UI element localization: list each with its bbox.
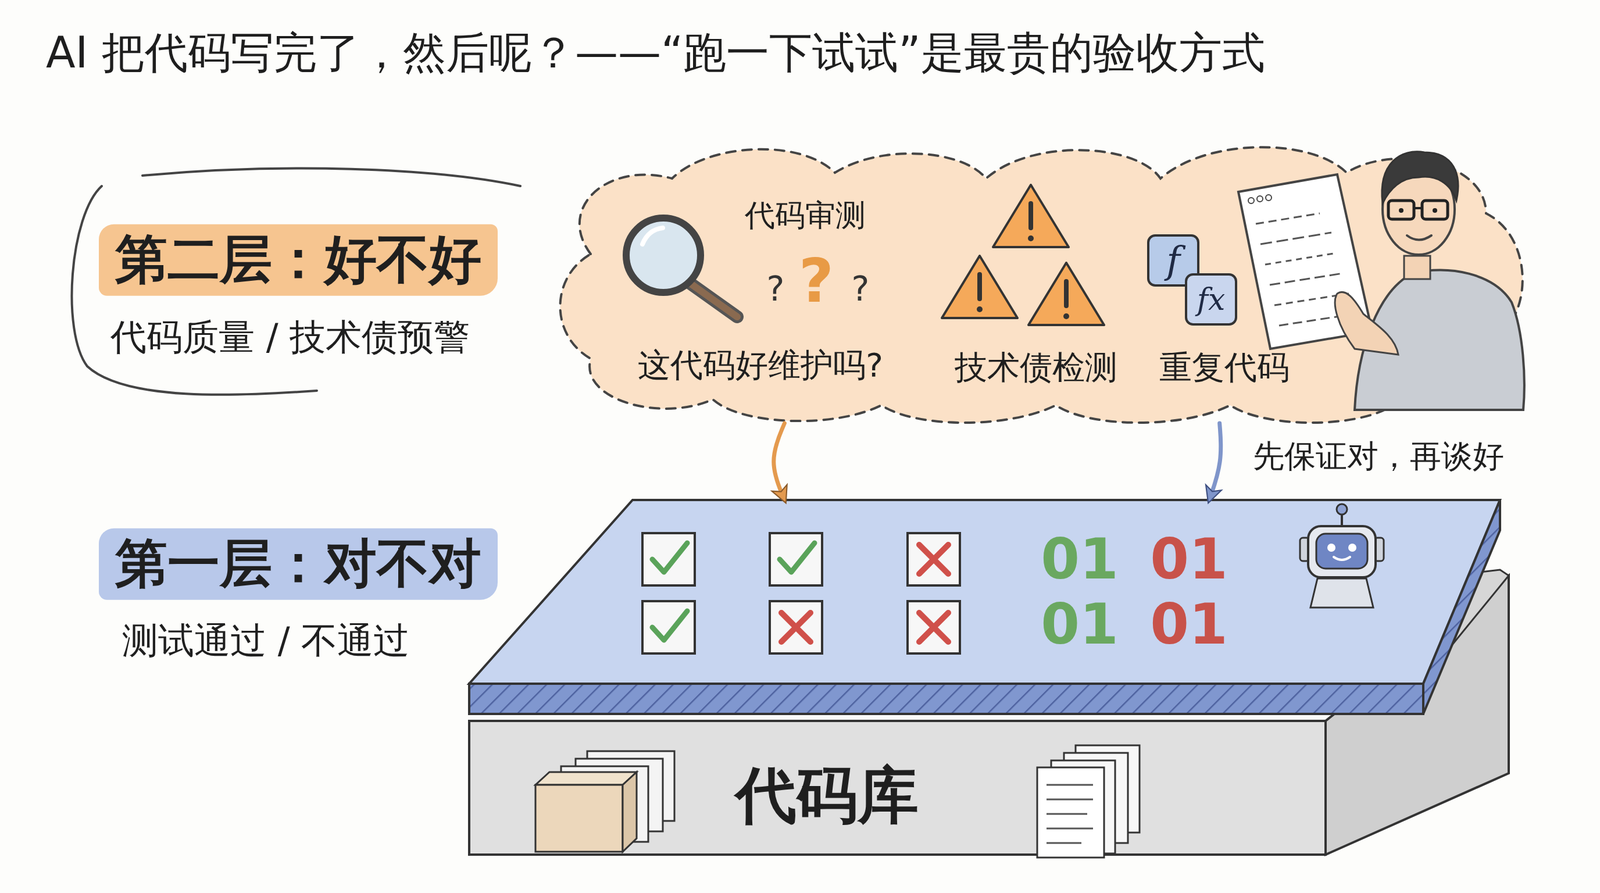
box-stack-icon <box>535 751 675 852</box>
document-stack-icon <box>1037 745 1140 858</box>
connector-group <box>773 423 1221 500</box>
test-layer-top <box>469 500 1500 684</box>
page-title: AI 把代码写完了，然后呢？——“跑一下试试”是最贵的验收方式 <box>45 24 1266 83</box>
robot-icon <box>1300 504 1384 608</box>
function-symbol: f <box>1166 241 1181 280</box>
cross-box <box>907 601 960 654</box>
layer-two-panel: 第二层：好不好代码质量 / 技术债预警 <box>61 162 553 399</box>
developer-figure <box>1238 151 1525 410</box>
binary-digits: 01 <box>1150 596 1228 653</box>
check-label: 代码审测 <box>744 196 866 235</box>
warning-triangle <box>941 255 1018 319</box>
flow-arrow <box>773 423 785 500</box>
node-outline <box>61 162 553 399</box>
question-mark: ? <box>766 272 785 306</box>
cross-box <box>907 533 960 586</box>
layer-heading: 第一层：对不对 <box>98 528 498 600</box>
check-box <box>769 533 823 586</box>
codebase-front-face <box>469 720 1326 855</box>
layer-subtitle: 测试通过 / 不通过 <box>122 618 410 664</box>
check-label: 重复代码 <box>1159 347 1290 388</box>
binary-digits: 01 <box>1040 596 1119 653</box>
test-layer-front <box>469 683 1424 714</box>
layer-subtitle: 代码质量 / 技术债预警 <box>110 314 470 360</box>
question-mark: ? <box>798 250 834 312</box>
magnifier-icon <box>626 218 738 317</box>
warning-triangle <box>993 184 1069 248</box>
flow-arrow <box>1209 423 1221 500</box>
check-box <box>642 601 695 654</box>
codebase-block: 代码库 <box>469 713 1326 855</box>
outline-path <box>72 168 521 395</box>
cross-box <box>769 601 823 654</box>
test-layer-side <box>1423 500 1500 714</box>
function-icon <box>1186 274 1237 325</box>
arrow-label: 先保证对，再谈好 <box>1252 435 1505 478</box>
check-label: 这代码好维护吗? <box>637 344 884 386</box>
warning-triangle <box>1028 262 1105 325</box>
function-symbol: fx <box>1197 284 1226 315</box>
binary-digits: 01 <box>1150 531 1228 588</box>
check-box <box>642 533 695 586</box>
block-label: 代码库 <box>735 757 919 834</box>
question-mark: ? <box>851 272 870 306</box>
binary-digits: 01 <box>1040 531 1119 588</box>
layer-heading: 第二层：好不好 <box>98 224 498 296</box>
check-label: 技术债检测 <box>954 347 1118 388</box>
